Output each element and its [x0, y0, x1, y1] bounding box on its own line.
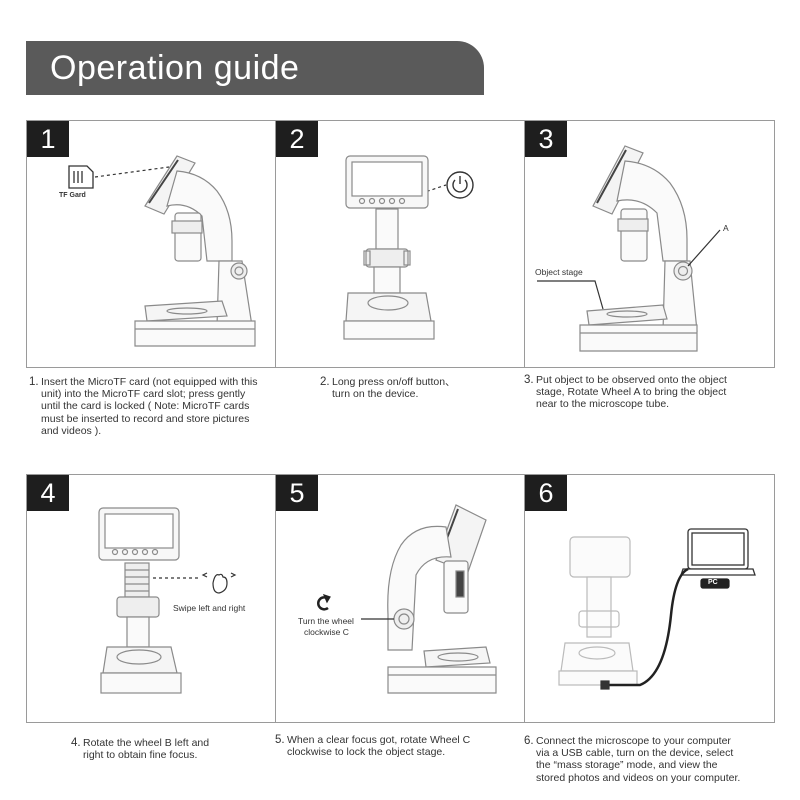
step-3-panel: 3 A Object stage — [524, 120, 775, 368]
microscope-pc-illustration — [558, 528, 756, 690]
wheel-a-label: A — [723, 223, 729, 233]
side-microscope-illustration — [68, 155, 256, 347]
swipe-label: Swipe left and right — [173, 603, 246, 613]
tf-card-icon — [68, 165, 94, 189]
turn-wheel-label: Turn the wheel — [298, 616, 354, 626]
step-6-panel: 6 PC — [524, 474, 775, 723]
step-3-number: 3 — [525, 121, 567, 157]
step-4-number: 4 — [27, 475, 69, 511]
step-1-panel: 1 TF Gard — [26, 120, 276, 368]
step-2-number: 2 — [276, 121, 318, 157]
front-microscope-illustration — [343, 155, 474, 340]
step-5-panel: 5 Turn the wheel clockwise C — [275, 474, 525, 723]
laptop-icon — [680, 528, 756, 576]
header-banner: Operation guide — [26, 41, 484, 95]
object-stage-label: Object stage — [535, 267, 583, 277]
clockwise-label: clockwise C — [304, 627, 349, 637]
tf-card-label: TF Gard — [59, 192, 86, 199]
step-1-number: 1 — [27, 121, 69, 157]
pc-label: PC — [708, 579, 718, 586]
side-microscope-lock-illustration — [317, 504, 497, 694]
page-title: Operation guide — [50, 49, 300, 87]
side-microscope-stage-illustration — [537, 145, 721, 352]
step-2-panel: 2 — [275, 120, 525, 368]
step-5-number: 5 — [276, 475, 318, 511]
front-microscope-focus-illustration — [98, 507, 237, 694]
rotate-clockwise-icon — [317, 596, 329, 611]
step-4-panel: 4 Swipe left and right — [26, 474, 276, 723]
power-icon — [446, 171, 474, 199]
step-6-number: 6 — [525, 475, 567, 511]
